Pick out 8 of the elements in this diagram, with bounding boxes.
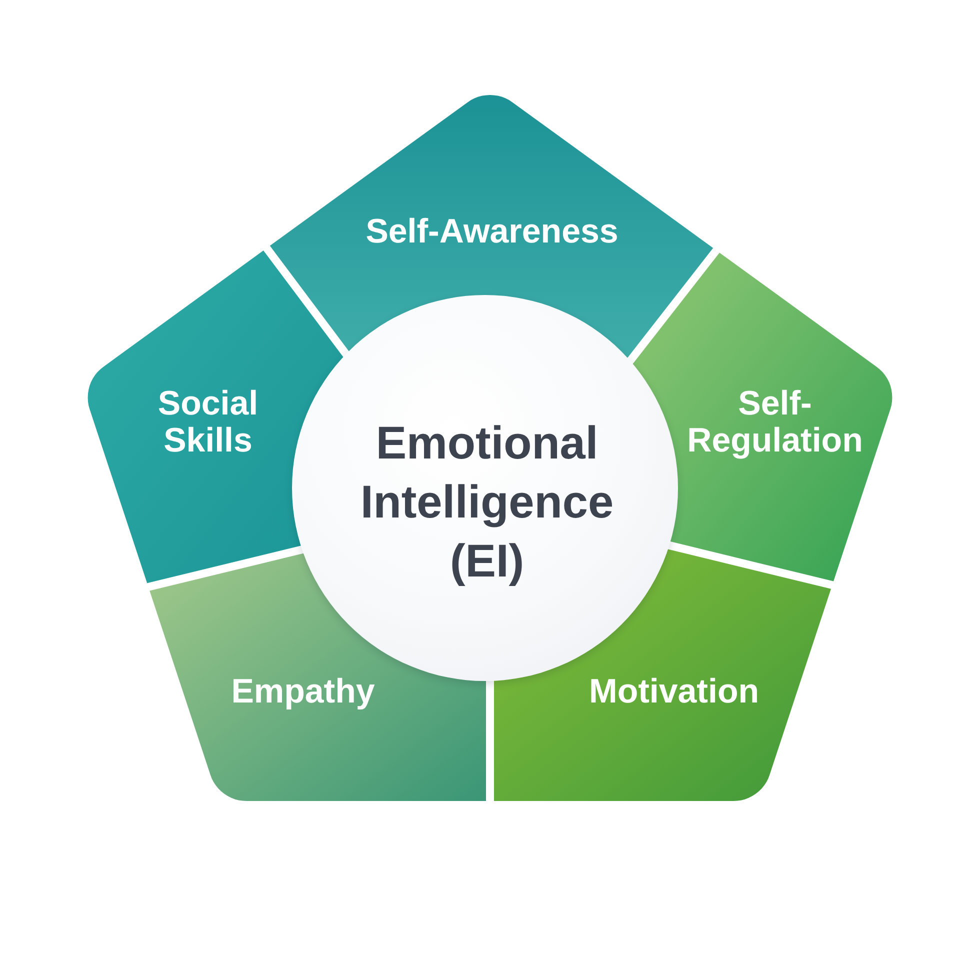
segment-label: Empathy (231, 674, 375, 710)
segment-label: Motivation (589, 674, 759, 710)
pentagon-segment (87, 250, 346, 584)
segment-label: Self-Regulation (687, 385, 863, 459)
center-label: Emotional Intelligence (EI) (360, 416, 614, 588)
segment-label: Social Skills (158, 385, 258, 459)
segment-label: Self-Awareness (366, 214, 618, 250)
pentagon-segment (630, 252, 893, 582)
